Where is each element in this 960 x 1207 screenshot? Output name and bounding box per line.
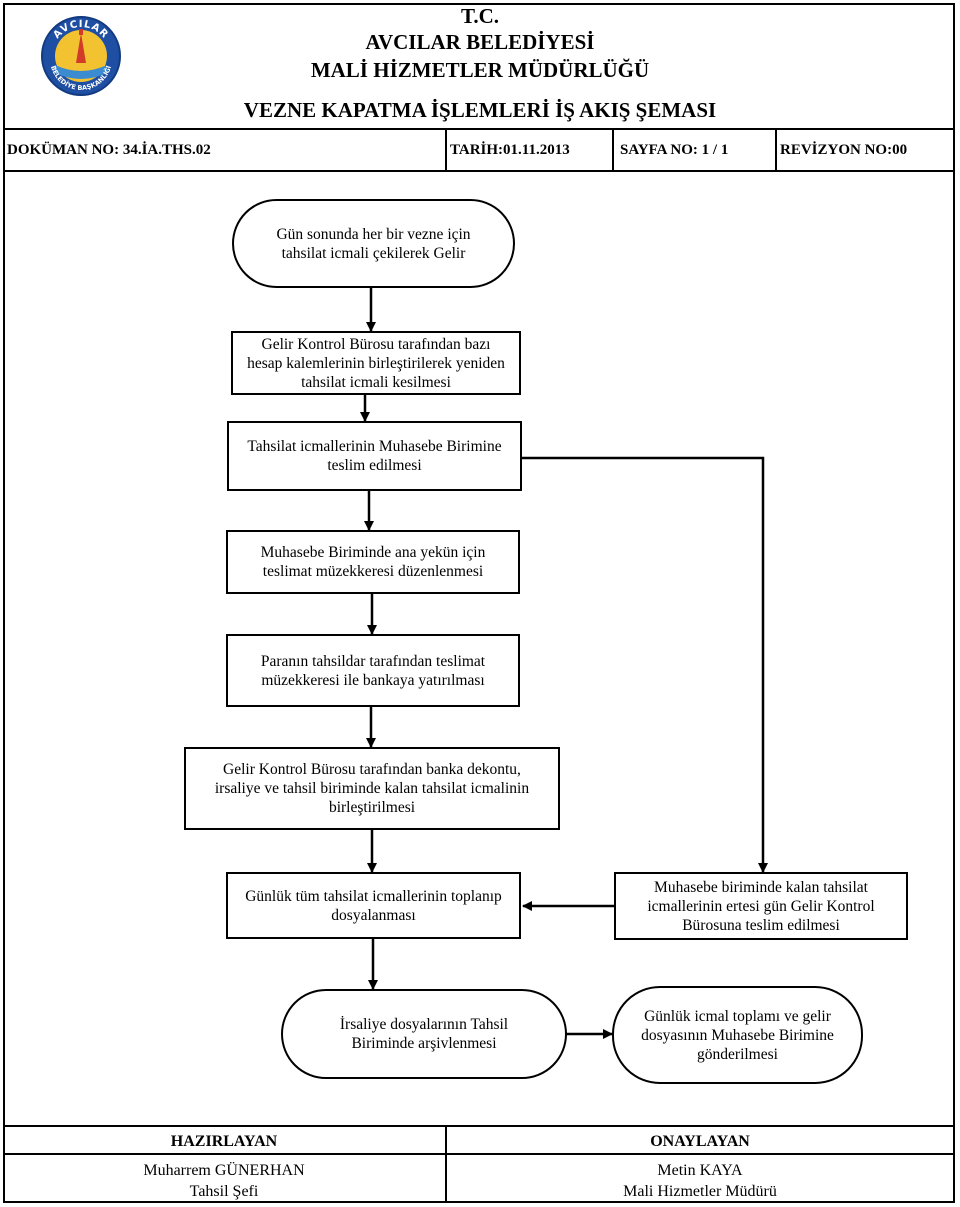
approved-heading: ONAYLAYAN [650, 1133, 750, 1150]
municipality-logo: AVCILAR BELEDİYE BAŞKANLIĞI [41, 16, 121, 96]
prepared-block: HAZIRLAYAN [3, 1131, 445, 1152]
divider [775, 128, 777, 170]
document-date: TARİH:01.11.2013 [450, 142, 570, 158]
prepared-name: Muharrem GÜNERHAN [143, 1162, 305, 1179]
header-tc: T.C. [460, 4, 500, 28]
divider [445, 1153, 955, 1155]
header-directorate: MALİ HİZMETLER MÜDÜRLÜĞÜ [310, 58, 650, 82]
page-title: VEZNE KAPATMA İŞLEMLERİ İŞ AKIŞ ŞEMASI [243, 98, 717, 122]
page-frame [3, 3, 955, 1203]
approved-block: ONAYLAYAN [445, 1131, 955, 1152]
flow-step-file-summaries: Günlük tüm tahsilat icmallerinin toplanı… [226, 872, 521, 939]
header-municipality: AVCILAR BELEDİYESİ [365, 30, 595, 54]
divider [3, 1125, 955, 1127]
document-number: DOKÜMAN NO: 34.İA.THS.02 [7, 142, 211, 158]
connector-arrow [522, 456, 768, 873]
flow-step-merge-documents: Gelir Kontrol Bürosu tarafından banka de… [184, 747, 560, 830]
divider [3, 128, 955, 130]
revision-number: REVİZYON NO:00 [780, 142, 908, 158]
approved-name: Metin KAYA [657, 1162, 743, 1179]
approved-signer: Metin KAYA Mali Hizmetler Müdürü [445, 1160, 955, 1202]
divider [445, 128, 447, 170]
divider [3, 1153, 445, 1155]
divider [612, 128, 614, 170]
divider [3, 170, 955, 172]
prepared-signer: Muharrem GÜNERHAN Tahsil Şefi [3, 1160, 445, 1202]
divider [445, 1125, 447, 1203]
prepared-heading: HAZIRLAYAN [170, 1133, 278, 1150]
prepared-title: Tahsil Şefi [189, 1183, 259, 1200]
approved-title: Mali Hizmetler Müdürü [623, 1183, 777, 1200]
page-number: SAYFA NO: 1 / 1 [620, 142, 729, 158]
